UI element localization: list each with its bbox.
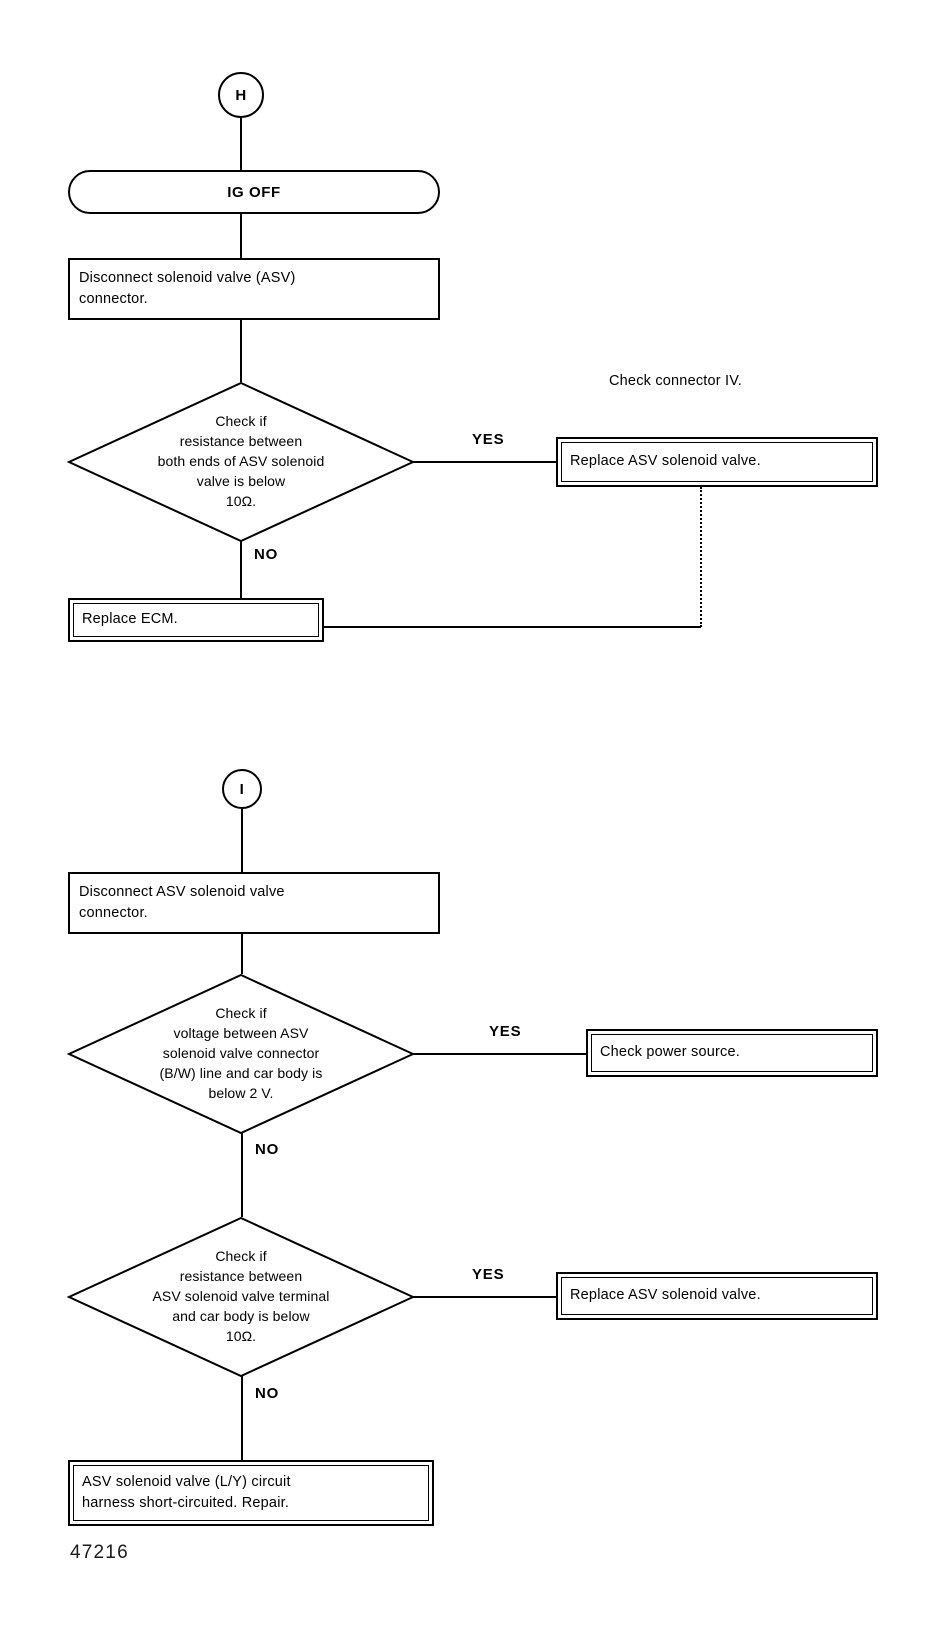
result-box-check-power-source: Check power source.: [586, 1029, 878, 1077]
edge-decision-1-yes: [413, 461, 556, 463]
edge-i-to-disconnect: [241, 809, 243, 872]
edge-label-decision-1-no: NO: [254, 546, 279, 563]
result-box-replace-ecm-label: Replace ECM.: [82, 611, 178, 628]
decision-diamond-shape: [66, 381, 416, 543]
process-box-disconnect-line-2: connector.: [79, 291, 148, 307]
result-box-replace-asv-label-h: Replace ASV solenoid valve.: [570, 453, 761, 470]
connector-circle-i-label: I: [239, 780, 245, 798]
decision-diamond-voltage-bw-line: Check if voltage between ASV solenoid va…: [66, 973, 416, 1135]
edge-label-decision-resistance-yes: YES: [472, 1266, 505, 1283]
terminator-ig-off: IG OFF: [68, 170, 440, 214]
connector-circle-h: H: [218, 72, 264, 118]
decision-diamond-voltage-shape: [66, 973, 416, 1135]
edge-decision-1-no: [240, 541, 242, 615]
edge-disconnect-asv-to-decision: [241, 934, 243, 974]
result-box-harness-line-1: ASV solenoid valve (L/Y) circuit: [82, 1473, 291, 1490]
edge-decision-resistance-no: [241, 1376, 243, 1463]
edge-decision-voltage-yes: [413, 1053, 586, 1055]
result-box-replace-ecm: Replace ECM.: [68, 598, 324, 642]
figure-id: 47216: [70, 1542, 129, 1563]
edge-label-decision-1-yes: YES: [472, 431, 505, 448]
process-box-disconnect-line-1: Disconnect solenoid valve (ASV): [79, 269, 296, 286]
edge-return-from-replace-asv-vertical: [700, 487, 702, 627]
process-box-disconnect-asv-line-2: connector.: [79, 905, 148, 921]
edge-label-decision-resistance-no: NO: [255, 1385, 280, 1402]
terminator-ig-off-label: IG OFF: [227, 183, 281, 201]
process-box-disconnect-solenoid-valve: Disconnect solenoid valve (ASV) connecto…: [68, 258, 440, 320]
edge-decision-resistance-yes: [413, 1296, 556, 1298]
decision-diamond-resistance-both-ends: Check if resistance between both ends of…: [66, 381, 416, 543]
caption-check-connector-iv: Check connector IV.: [609, 373, 743, 389]
edge-ig-off-to-disconnect: [240, 214, 242, 258]
result-box-replace-asv-solenoid-valve-h: Replace ASV solenoid valve.: [556, 437, 878, 487]
edge-label-decision-voltage-no: NO: [255, 1141, 280, 1158]
result-box-check-power-source-label: Check power source.: [600, 1044, 740, 1061]
edge-disconnect-to-decision-1: [240, 320, 242, 382]
result-box-harness-line-2: harness short-circuited. Repair.: [82, 1495, 290, 1511]
result-box-replace-asv-label-i: Replace ASV solenoid valve.: [570, 1287, 761, 1304]
edge-label-decision-voltage-yes: YES: [489, 1023, 522, 1040]
result-box-replace-asv-solenoid-valve-i: Replace ASV solenoid valve.: [556, 1272, 878, 1320]
process-box-disconnect-asv-solenoid-valve: Disconnect ASV solenoid valve connector.: [68, 872, 440, 934]
connector-circle-h-label: H: [235, 86, 247, 104]
result-box-harness-short-circuited: ASV solenoid valve (L/Y) circuit harness…: [68, 1460, 434, 1526]
decision-diamond-resistance-car-body: Check if resistance between ASV solenoid…: [66, 1216, 416, 1378]
process-box-disconnect-asv-line-1: Disconnect ASV solenoid valve: [79, 883, 285, 900]
decision-diamond-resistance-shape: [66, 1216, 416, 1378]
edge-h-to-ig-off: [240, 118, 242, 170]
edge-decision-voltage-no: [241, 1133, 243, 1217]
edge-return-from-replace-asv-horizontal: [240, 626, 701, 628]
connector-circle-i: I: [222, 769, 262, 809]
